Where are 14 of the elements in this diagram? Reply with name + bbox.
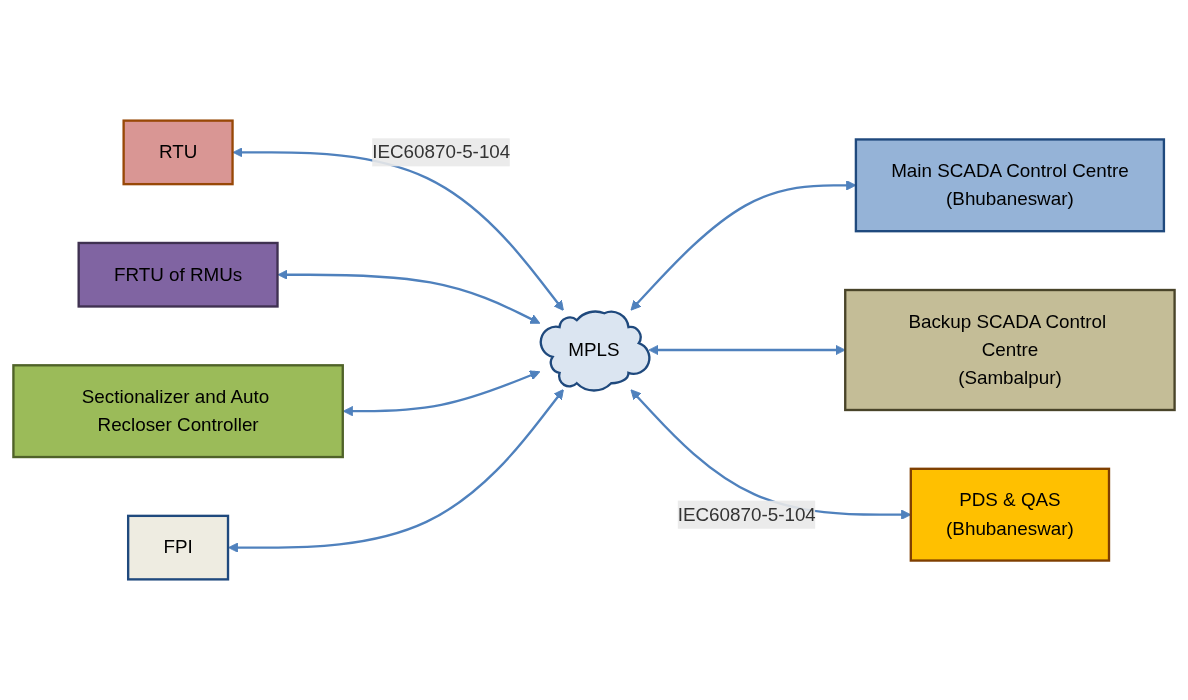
edge-label: IEC60870-5-104 [372,141,511,162]
node-box: FRTU of RMUs [77,241,279,308]
arrow [648,344,846,356]
node-box: Main SCADA Control Centre (Bhubaneswar) [854,138,1166,233]
arrow [228,389,564,553]
arrow [232,147,564,311]
arrow [277,269,541,324]
node-box: Backup SCADA Control Centre (Sambalpur) [844,288,1176,412]
node-box: PDS & QAS (Bhubaneswar) [909,467,1111,562]
edge-label: IEC60870-5-104 [677,504,816,525]
node-box: RTU [122,119,234,186]
node-box: Sectionalizer and Auto Recloser Controller [12,364,344,459]
node-box: FPI [127,514,230,581]
arrow [342,370,541,417]
